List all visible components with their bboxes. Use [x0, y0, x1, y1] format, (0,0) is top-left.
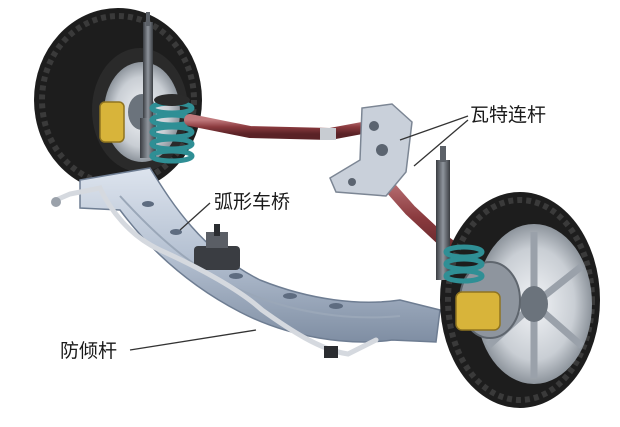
right-coil-spring [443, 244, 485, 284]
left-spring-seat [154, 94, 190, 106]
watts-linkage-rods [184, 114, 476, 266]
watts-linkage-bracket [329, 103, 413, 197]
axle-mount-bushing [194, 224, 240, 270]
anti-roll-bar-clamp [324, 346, 338, 358]
anti-roll-bar-end-left [51, 197, 61, 207]
left-shock-absorber [140, 12, 156, 158]
right-brake-caliper [455, 291, 501, 331]
label-arc-axle: 弧形车桥 [214, 191, 291, 213]
anti-roll-bar [53, 185, 379, 357]
label-anti-roll-bar: 防倾杆 [60, 340, 118, 362]
label-watts-linkage: 瓦特连杆 [470, 104, 547, 126]
leader-lines [129, 115, 469, 351]
left-brake-caliper [99, 101, 125, 143]
